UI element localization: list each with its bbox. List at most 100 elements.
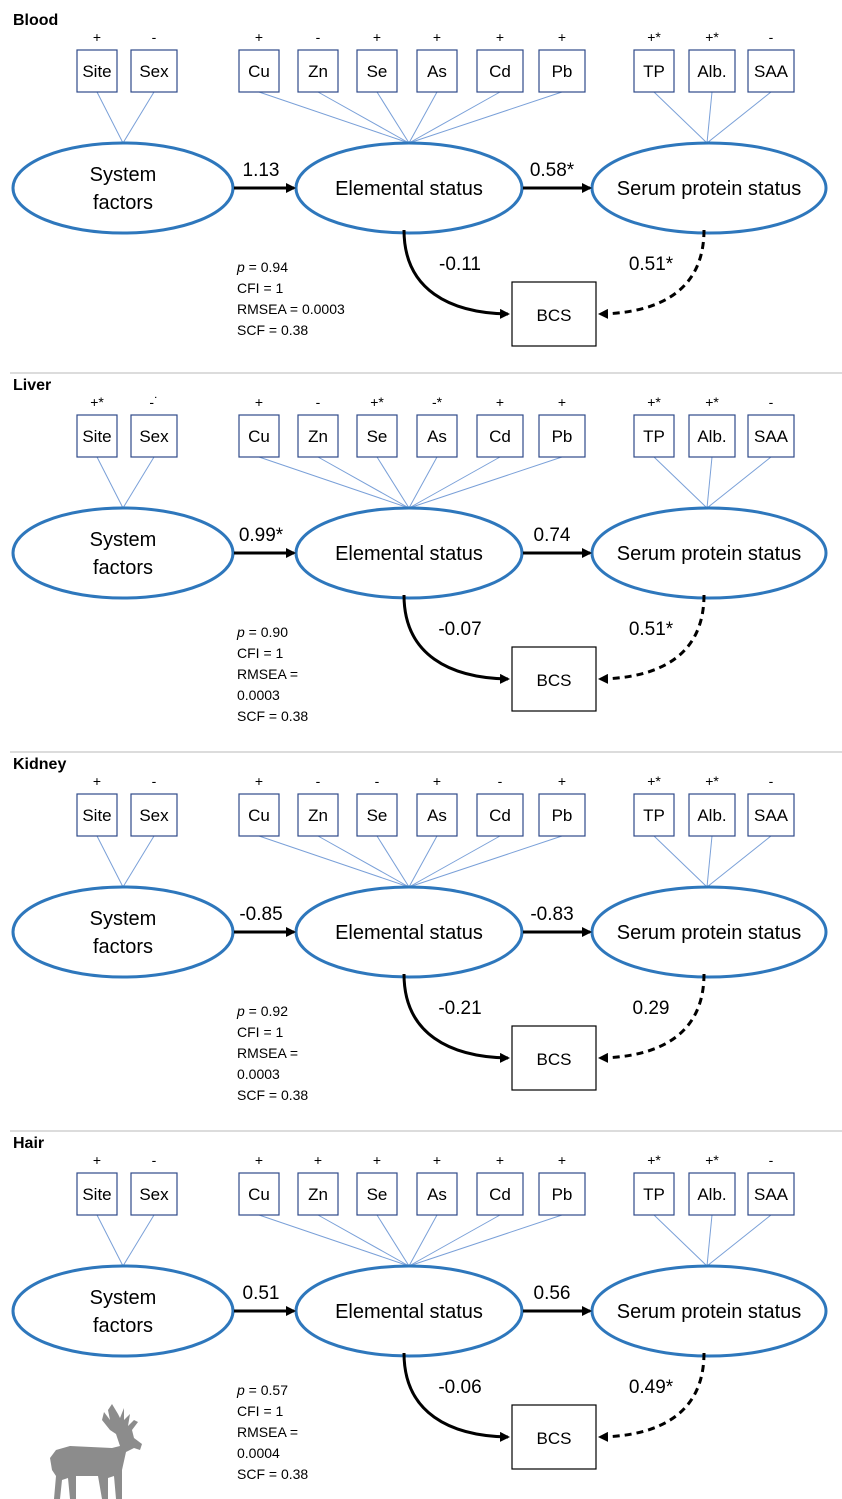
- coef-system-elemental: 1.13: [243, 160, 280, 181]
- indicator-label-as: As: [427, 427, 447, 446]
- coef-elemental-bcs: -0.06: [438, 1377, 481, 1398]
- loading-sign-cu: +: [255, 773, 263, 789]
- path-serum-bcs: [598, 1352, 706, 1442]
- elemental-status-label: Elemental status: [335, 178, 483, 200]
- indicator-box-zn: [297, 414, 339, 458]
- elemental-status-ellipse: [294, 885, 524, 979]
- fit-stat-line: CFI = 1: [237, 1024, 284, 1040]
- loading-sign-se: -: [375, 773, 380, 789]
- loading-sign-tp: +*: [647, 394, 661, 410]
- coef-serum-bcs: 0.51*: [629, 254, 674, 275]
- indicator-label-alb: Alb.: [697, 1185, 726, 1204]
- coef-system-elemental: 0.99*: [239, 525, 284, 546]
- indicator-box-alb: [688, 414, 736, 458]
- indicator-box-alb: [688, 49, 736, 93]
- loading-sign-tp: +*: [647, 773, 661, 789]
- indicator-label-se: Se: [367, 1185, 388, 1204]
- indicator-box-tp: [633, 1172, 675, 1216]
- loading-sign-cu: +: [255, 1152, 263, 1168]
- panel-hair: HairSite+Sex-Cu+Zn+Se+As+Cd+Pb+TP+*Alb.+…: [10, 1130, 842, 1482]
- coef-serum-bcs: 0.29: [633, 998, 670, 1019]
- indicator-box-saa: [747, 1172, 795, 1216]
- indicator-box-saa: [747, 49, 795, 93]
- loading-sign-cd: +: [496, 394, 504, 410]
- indicator-box-as: [416, 793, 458, 837]
- system-factors-label: factors: [93, 557, 153, 579]
- fit-stat-p: p = 0.57: [236, 1382, 288, 1398]
- indicator-label-as: As: [427, 806, 447, 825]
- indicator-label-se: Se: [367, 62, 388, 81]
- loading-sign-pb: +: [558, 1152, 566, 1168]
- indicator-label-cu: Cu: [248, 1185, 270, 1204]
- fit-stat-line: 0.0003: [237, 1066, 280, 1082]
- deer-silhouette-icon: [50, 1404, 142, 1499]
- indicator-label-pb: Pb: [552, 427, 573, 446]
- loading-sign-se: +: [373, 1152, 381, 1168]
- path-elemental-bcs: [402, 229, 510, 319]
- indicator-box-cd: [476, 414, 524, 458]
- system-factors-label: factors: [93, 936, 153, 958]
- serum-protein-status-ellipse: [590, 1264, 828, 1358]
- indicator-box-site: [76, 49, 118, 93]
- indicator-box-pb: [538, 414, 586, 458]
- elemental-status-label: Elemental status: [335, 922, 483, 944]
- path-serum-bcs: [598, 229, 706, 319]
- serum-protein-status-ellipse: [590, 885, 828, 979]
- indicator-label-site: Site: [82, 62, 111, 81]
- indicator-label-cd: Cd: [489, 427, 511, 446]
- coef-elemental-bcs: -0.11: [439, 254, 481, 275]
- loading-sign-se: +*: [370, 394, 384, 410]
- indicator-label-cu: Cu: [248, 427, 270, 446]
- indicator-label-site: Site: [82, 806, 111, 825]
- loading-sign-alb: +*: [705, 773, 719, 789]
- bcs-box: [511, 1025, 597, 1091]
- indicator-box-cd: [476, 49, 524, 93]
- indicator-links: [96, 835, 772, 888]
- fit-stat-line: RMSEA = 0.0003: [237, 301, 345, 317]
- loading-sign-zn: -: [316, 773, 321, 789]
- indicator-box-tp: [633, 793, 675, 837]
- indicator-label-zn: Zn: [308, 1185, 328, 1204]
- fit-stat-line: SCF = 0.38: [237, 1087, 308, 1103]
- indicator-box-cd: [476, 1172, 524, 1216]
- indicator-label-pb: Pb: [552, 62, 573, 81]
- system-factors-ellipse: [11, 506, 235, 600]
- indicator-label-pb: Pb: [552, 806, 573, 825]
- path-serum-bcs: [598, 973, 706, 1063]
- fit-stat-line: RMSEA =: [237, 666, 298, 682]
- fit-stat-p: p = 0.94: [236, 259, 288, 275]
- coef-serum-bcs: 0.51*: [629, 619, 674, 640]
- serum-protein-status-label: Serum protein status: [617, 543, 802, 565]
- loading-sign-zn: -: [316, 394, 321, 410]
- indicator-box-site: [76, 793, 118, 837]
- fit-stat-line: 0.0003: [237, 687, 280, 703]
- loading-sign-pb: +: [558, 29, 566, 45]
- indicator-label-cd: Cd: [489, 62, 511, 81]
- indicator-label-cu: Cu: [248, 806, 270, 825]
- loading-sign-se: +: [373, 29, 381, 45]
- loading-sign-zn: -: [316, 29, 321, 45]
- indicator-box-alb: [688, 793, 736, 837]
- loading-sign-cd: +: [496, 1152, 504, 1168]
- indicator-label-sex: Sex: [139, 427, 169, 446]
- fit-stat-line: CFI = 1: [237, 1403, 284, 1419]
- coef-elemental-serum: 0.56: [534, 1283, 571, 1304]
- loading-sign-site: +*: [90, 394, 104, 410]
- indicator-box-zn: [297, 1172, 339, 1216]
- coef-elemental-serum: -0.83: [530, 904, 573, 925]
- indicator-label-saa: SAA: [754, 806, 789, 825]
- loading-sign-cu: +: [255, 394, 263, 410]
- indicator-box-site: [76, 1172, 118, 1216]
- serum-protein-status-ellipse: [590, 141, 828, 235]
- loading-sign-alb: +*: [705, 29, 719, 45]
- loading-sign-saa: -: [769, 394, 774, 410]
- elemental-status-label: Elemental status: [335, 1301, 483, 1323]
- loading-sign-as: +: [433, 29, 441, 45]
- indicator-label-se: Se: [367, 806, 388, 825]
- indicator-label-cd: Cd: [489, 1185, 511, 1204]
- indicator-label-as: As: [427, 1185, 447, 1204]
- loading-sign-cu: +: [255, 29, 263, 45]
- indicator-label-tp: TP: [643, 1185, 665, 1204]
- indicator-box-zn: [297, 49, 339, 93]
- indicator-label-alb: Alb.: [697, 806, 726, 825]
